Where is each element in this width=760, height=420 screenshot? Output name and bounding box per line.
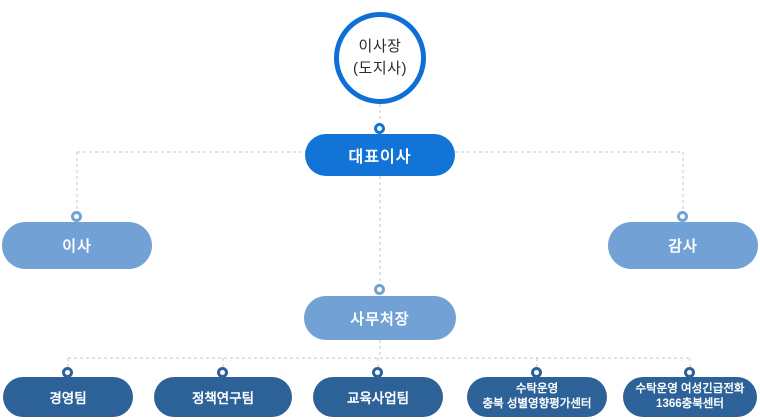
node-team-management: 경영팀	[3, 377, 133, 417]
node-team-hotline-1366: 수탁운영 여성긴급전화 1366충북센터	[623, 377, 757, 417]
connector-dot	[62, 367, 73, 378]
connector-dot	[374, 123, 385, 134]
chairman-title: 이사장	[358, 38, 402, 56]
node-director: 이사	[2, 222, 152, 269]
node-secretary-general: 사무처장	[304, 296, 456, 340]
secretary-label: 사무처장	[350, 310, 410, 328]
connector-dot	[372, 367, 383, 378]
chairman-subtitle: (도지사)	[353, 60, 407, 77]
node-team-gender-impact-center: 수탁운영 충북 성별영향평가센터	[467, 377, 607, 417]
team-label: 교육사업팀	[346, 391, 410, 406]
director-label: 이사	[62, 238, 92, 255]
auditor-label: 감사	[668, 238, 698, 255]
connector-dot	[677, 211, 688, 222]
team-label-line2: 충북 성별영향평가센터	[482, 398, 592, 410]
team-label: 정책연구팀	[191, 391, 255, 406]
ceo-label: 대표이사	[348, 149, 412, 166]
connector-dot	[217, 367, 228, 378]
connector-dot	[684, 367, 695, 378]
connector-dot	[71, 211, 82, 222]
node-ceo: 대표이사	[305, 134, 455, 176]
team-label-line2: 1366충북센터	[656, 398, 724, 410]
node-chairman: 이사장 (도지사)	[334, 12, 426, 104]
team-label-line1: 수탁운영	[515, 383, 559, 396]
node-team-education: 교육사업팀	[313, 377, 443, 417]
node-auditor: 감사	[608, 222, 758, 269]
team-label-line1: 수탁운영 여성긴급전화	[635, 383, 745, 396]
connector-dot	[531, 367, 542, 378]
node-team-policy-research: 정책연구팀	[154, 377, 292, 417]
team-label: 경영팀	[49, 391, 87, 406]
connector-dot	[374, 284, 385, 295]
